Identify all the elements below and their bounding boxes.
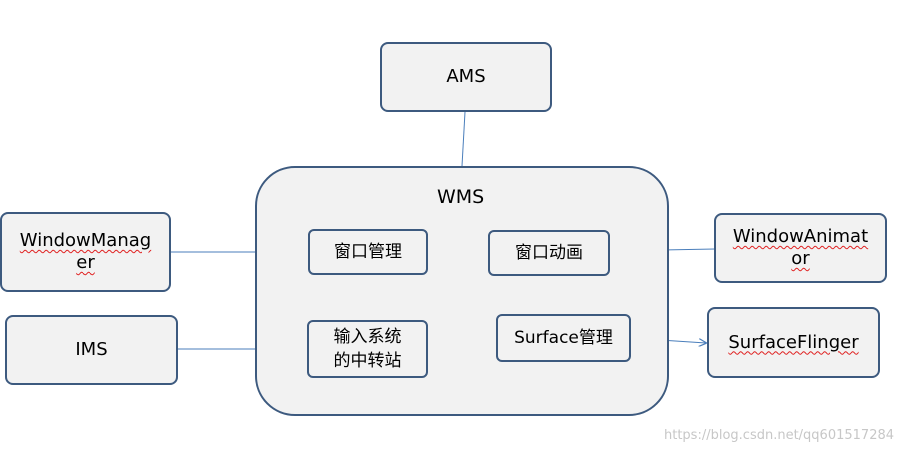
ams-box: AMS	[380, 42, 552, 112]
window-animator-box: WindowAnimat or	[714, 213, 887, 283]
input-relay-label-line1: 输入系统	[333, 327, 402, 347]
window-manager-label-line2: er	[76, 252, 95, 273]
watermark: https://blog.csdn.net/qq601517284	[664, 428, 895, 443]
window-animator-label-line1: WindowAnimat	[732, 226, 869, 247]
window-management-label: 窗口管理	[334, 242, 402, 262]
ims-box: IMS	[5, 315, 178, 385]
window-animation-label: 窗口动画	[515, 243, 583, 263]
window-animator-label-line2: or	[791, 248, 810, 269]
surface-management-box: Surface管理	[496, 314, 631, 362]
window-management-box: 窗口管理	[308, 229, 428, 275]
window-manager-label-line1: WindowManag	[19, 230, 152, 251]
window-manager-box: WindowManag er	[0, 212, 171, 292]
ams-label: AMS	[446, 66, 486, 87]
surface-flinger-label: SurfaceFlinger	[728, 331, 859, 353]
surface-management-label: Surface管理	[514, 328, 613, 348]
ims-label: IMS	[75, 339, 108, 360]
window-animation-box: 窗口动画	[488, 230, 610, 276]
input-relay-label-line2: 的中转站	[333, 351, 402, 371]
edge-ams-wms	[461, 111, 466, 167]
surface-flinger-box: SurfaceFlinger	[707, 307, 880, 378]
wms-title: WMS	[437, 186, 485, 208]
input-relay-box: 输入系统 的中转站	[307, 320, 428, 378]
